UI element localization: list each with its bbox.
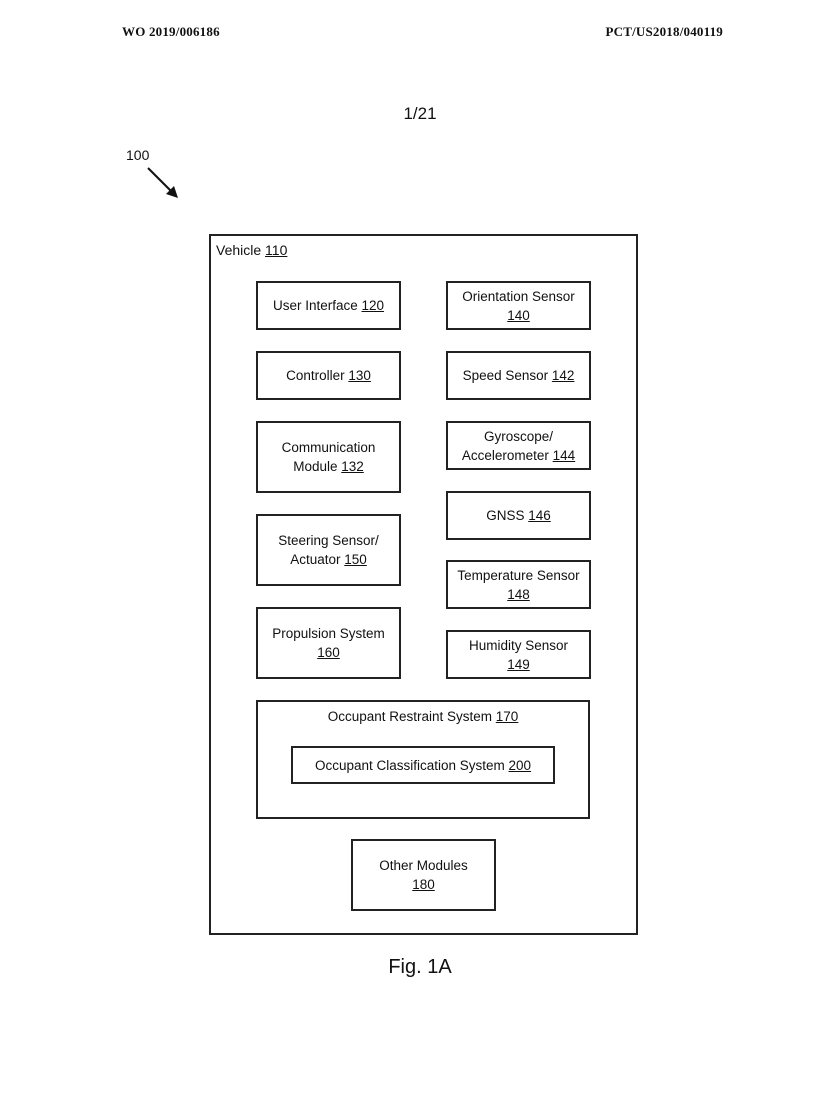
publication-number: WO 2019/006186 xyxy=(122,24,220,39)
propulsion-system-box: Propulsion System 160 xyxy=(256,607,401,679)
humidity-sensor-box: Humidity Sensor 149 xyxy=(446,630,591,679)
application-number: PCT/US2018/040119 xyxy=(605,24,723,39)
speed-sensor-box: Speed Sensor 142 xyxy=(446,351,591,400)
controller-box: Controller 130 xyxy=(256,351,401,400)
steering-sensor-actuator-box: Steering Sensor/ Actuator 150 xyxy=(256,514,401,586)
occupant-classification-system-box: Occupant Classification System 200 xyxy=(291,746,555,784)
reference-numeral: 100 xyxy=(126,147,150,163)
gnss-box: GNSS 146 xyxy=(446,491,591,540)
vehicle-title: Vehicle 110 xyxy=(216,242,288,258)
temperature-sensor-box: Temperature Sensor 148 xyxy=(446,560,591,609)
communication-module-box: Communication Module 132 xyxy=(256,421,401,493)
gyroscope-accelerometer-box: Gyroscope/ Accelerometer 144 xyxy=(446,421,591,470)
occupant-restraint-system-title: Occupant Restraint System 170 xyxy=(327,709,519,724)
sheet-number: 1/21 xyxy=(403,104,437,123)
user-interface-box: User Interface 120 xyxy=(256,281,401,330)
reference-arrow-icon xyxy=(147,167,178,198)
orientation-sensor-box: Orientation Sensor 140 xyxy=(446,281,591,330)
figure-caption: Fig. 1A xyxy=(388,956,452,978)
occupant-restraint-system-box: Occupant Restraint System 170 xyxy=(256,700,590,819)
other-modules-box: Other Modules 180 xyxy=(351,839,496,911)
